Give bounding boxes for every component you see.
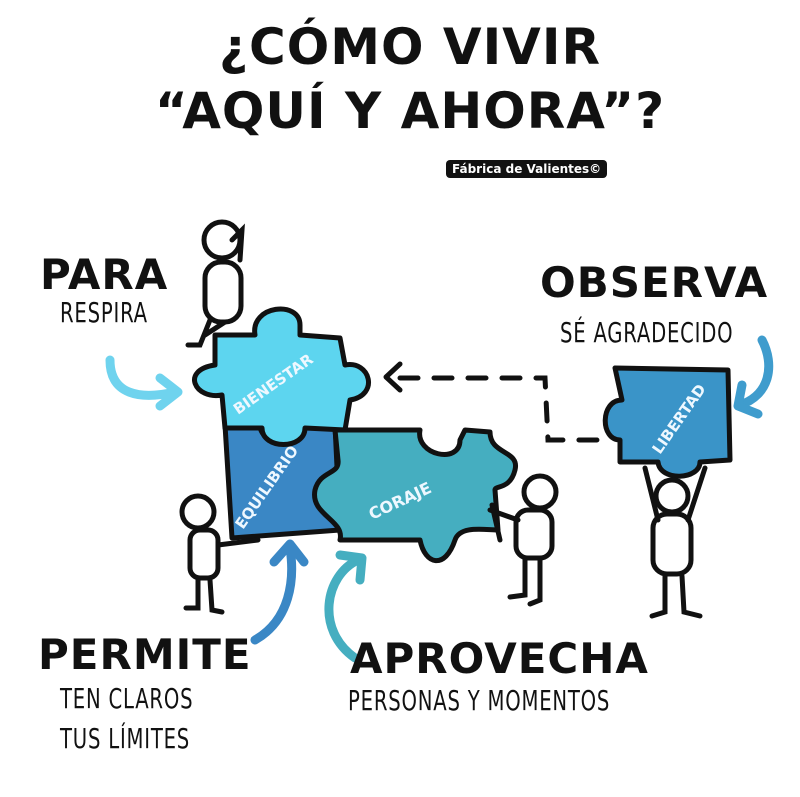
aprovecha-arrow-icon <box>324 555 363 663</box>
para-subtext: RESPIRA <box>60 296 148 329</box>
coraje-piece <box>312 427 518 564</box>
para-arrow-icon <box>105 355 180 400</box>
title-line-2: “AQUÍ Y AHORA”? <box>154 82 666 140</box>
stick-figure-lifting <box>642 465 708 619</box>
observa-arrow-icon <box>735 335 774 410</box>
stick-figure-left <box>179 493 261 615</box>
title-line-1: ¿CÓMO VIVIR <box>219 18 601 76</box>
aprovecha-subtext: PERSONAS Y MOMENTOS <box>348 684 611 717</box>
permite-subtext-line1: TEN CLAROS <box>60 682 194 715</box>
libertad-piece <box>602 365 733 479</box>
observa-heading: OBSERVA <box>540 258 769 307</box>
para-heading: PARA <box>40 250 169 299</box>
observa-subtext: SÉ AGRADECIDO <box>560 316 734 349</box>
dashed-path <box>397 375 615 443</box>
permite-subtext-line2: TUS LÍMITES <box>60 722 191 755</box>
dashed-arrow-head-icon <box>383 361 403 393</box>
bienestar-piece <box>192 306 371 447</box>
stick-figure-sitting <box>185 219 245 348</box>
stick-figure-wrench <box>487 473 559 607</box>
wrench-icon <box>489 502 503 543</box>
aprovecha-heading: APROVECHA <box>350 634 649 683</box>
permite-arrow-icon <box>250 543 297 645</box>
credit-badge: Fábrica de Valientes© <box>446 160 608 178</box>
permite-heading: PERMITE <box>38 630 252 679</box>
